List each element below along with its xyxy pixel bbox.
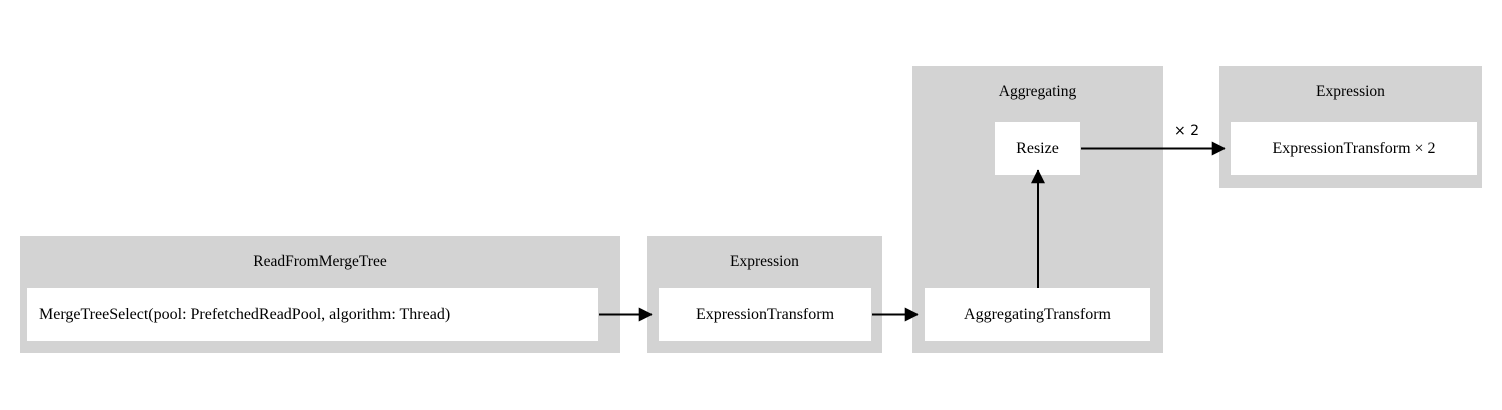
node-expression-transform-x2[interactable]: ExpressionTransform × 2	[1231, 122, 1477, 175]
cluster-title-expression-1: Expression	[730, 253, 799, 270]
node-aggregating-transform[interactable]: AggregatingTransform	[925, 288, 1150, 341]
cluster-title-aggregating: Aggregating	[998, 83, 1077, 100]
node-label-expression-transform-x2: ExpressionTransform × 2	[1272, 139, 1436, 157]
node-resize[interactable]: Resize	[995, 122, 1080, 175]
cluster-title-expression-2: Expression	[1316, 83, 1385, 100]
node-merge-tree-select[interactable]: MergeTreeSelect(pool: PrefetchedReadPool…	[27, 288, 598, 341]
node-label-aggregating-transform: AggregatingTransform	[964, 305, 1111, 323]
node-label-expression-transform: ExpressionTransform	[695, 305, 835, 323]
node-label-resize: Resize	[1016, 139, 1059, 157]
edge-label-resize-to-expression-transform-x2: × 2	[1174, 123, 1200, 139]
cluster-title-read-from-merge-tree: ReadFromMergeTree	[253, 253, 387, 270]
node-expression-transform[interactable]: ExpressionTransform	[659, 288, 871, 341]
node-label-merge-tree-select: MergeTreeSelect(pool: PrefetchedReadPool…	[39, 305, 451, 323]
